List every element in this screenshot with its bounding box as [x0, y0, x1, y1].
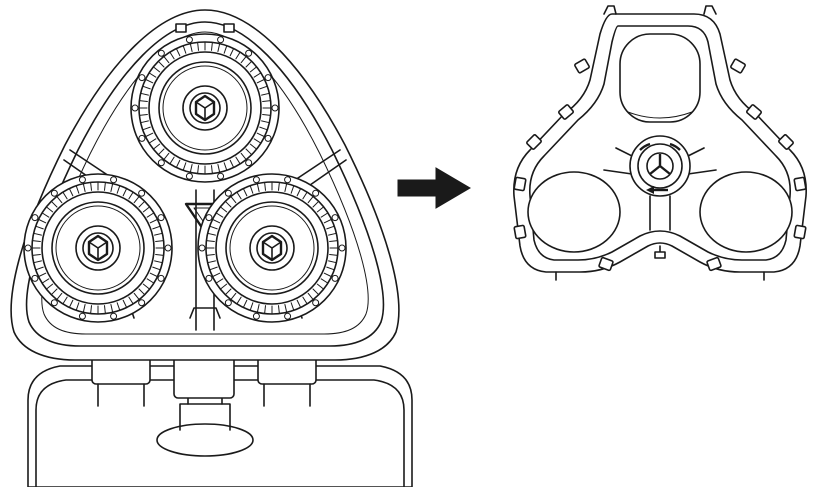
frame-clip [793, 176, 807, 192]
frame-clip [793, 224, 807, 240]
cutter-group [23, 33, 347, 323]
frame-clip [513, 176, 527, 192]
frame-clip [574, 58, 590, 74]
frame-clip [558, 104, 574, 120]
cutter-left [23, 173, 173, 323]
cutter-opening-left [527, 171, 621, 253]
frame-clip [746, 104, 762, 120]
cutter-hub-icon [261, 234, 283, 262]
cutter-right [197, 173, 347, 323]
frame-clip [223, 23, 235, 33]
frame-clip [730, 58, 746, 74]
frame-clip [513, 224, 527, 240]
center-lock-hub [629, 135, 691, 197]
cutter-opening-top [619, 33, 701, 123]
cutter-opening-right [699, 171, 793, 253]
arrow-right-icon [397, 167, 471, 209]
frame-clip [526, 134, 542, 150]
shaver-body [27, 365, 413, 487]
frame-clips [513, 58, 807, 272]
frame-clip [175, 23, 187, 33]
cutter-hub-icon [87, 234, 109, 262]
release-button [156, 423, 254, 457]
cutter-top [130, 33, 280, 183]
cutter-retaining-frame [513, 5, 807, 281]
cutter-hub-icon [194, 94, 216, 122]
frame-clip [598, 256, 614, 272]
shaver-head-open [10, 9, 413, 487]
frame-clip [706, 256, 722, 272]
frame-clip [778, 134, 794, 150]
